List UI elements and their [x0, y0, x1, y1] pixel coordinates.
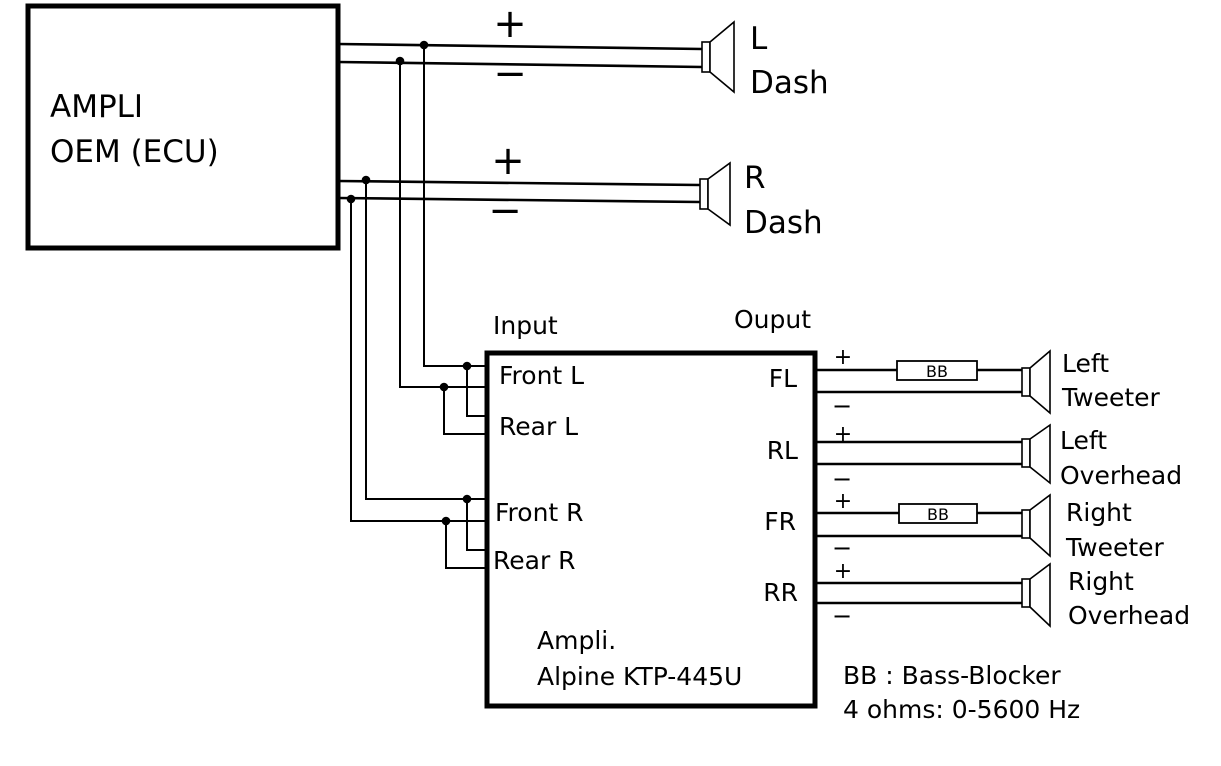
alpine-amp-box	[484, 350, 818, 709]
wires-r-dash	[337, 179, 701, 204]
amp-output-fl: FL	[769, 364, 797, 393]
l-dash-label-line2: Dash	[750, 65, 829, 101]
ampli-oem-label-line1: AMPLI	[50, 89, 143, 125]
bass-blocker-label: BB	[927, 505, 949, 524]
bass-blocker-note-line1: BB : Bass-Blocker	[843, 661, 1061, 690]
speaker-icon	[1021, 493, 1051, 558]
left-tweeter-label-line1: Left	[1062, 349, 1109, 378]
speaker-icon	[701, 20, 735, 94]
amp-input-rear-l: Rear L	[499, 412, 578, 441]
left-tweeter-plus-sign: +	[834, 345, 852, 370]
amp-input-header: Input	[493, 311, 558, 340]
left-tweeter-minus-sign: −	[832, 392, 852, 420]
right-tweeter-label-line2: Tweeter	[1065, 533, 1165, 562]
l-dash-speaker: + − L Dash	[493, 1, 828, 101]
right-overhead-label-line1: Right	[1068, 567, 1134, 596]
junction-dots	[346, 40, 472, 526]
speaker-icon	[1021, 562, 1051, 628]
speaker-icon	[1021, 423, 1051, 485]
left-tweeter-label-line2: Tweeter	[1061, 383, 1161, 412]
ampli-oem-box	[25, 3, 341, 251]
amp-output-header: Ouput	[734, 305, 811, 334]
l-dash-plus-sign: +	[493, 1, 527, 47]
ampli-oem-label-line2: OEM (ECU)	[50, 134, 219, 170]
right-tweeter-label-line1: Right	[1066, 498, 1132, 527]
left-overhead-plus-sign: +	[834, 422, 852, 447]
amp-output-fr: FR	[764, 507, 796, 536]
output-right-overhead: + − Right Overhead	[815, 559, 1190, 630]
right-overhead-minus-sign: −	[832, 602, 852, 630]
left-overhead-label-line2: Overhead	[1060, 461, 1182, 490]
speaker-icon	[1021, 349, 1051, 415]
amp-input-front-l: Front L	[499, 361, 584, 390]
left-overhead-minus-sign: −	[832, 465, 852, 493]
amp-output-rr: RR	[763, 578, 798, 607]
right-overhead-label-line2: Overhead	[1068, 601, 1190, 630]
amp-name-line2: Alpine KTP-445U	[537, 662, 742, 691]
amp-input-rear-r: Rear R	[493, 546, 576, 575]
r-dash-minus-sign: −	[488, 188, 522, 234]
l-dash-minus-sign: −	[493, 51, 527, 97]
bass-blocker-note-line2: 4 ohms: 0-5600 Hz	[843, 695, 1080, 724]
r-dash-speaker: + − R Dash	[488, 138, 822, 241]
output-right-tweeter: BB + − Right Tweeter	[815, 489, 1165, 562]
output-left-overhead: + − Left Overhead	[815, 422, 1182, 493]
bass-blocker-label: BB	[926, 362, 948, 381]
right-tweeter-minus-sign: −	[832, 534, 852, 562]
amp-output-rl: RL	[767, 436, 798, 465]
output-left-tweeter: BB + − Left Tweeter	[815, 345, 1161, 420]
amp-input-front-r: Front R	[495, 498, 584, 527]
amp-name-line1: Ampli.	[537, 626, 616, 655]
r-dash-label-line1: R	[744, 160, 766, 196]
r-dash-label-line2: Dash	[744, 205, 823, 241]
r-dash-plus-sign: +	[491, 138, 525, 184]
right-tweeter-plus-sign: +	[834, 489, 852, 514]
speaker-icon	[699, 161, 731, 227]
tap-wires	[350, 45, 486, 569]
l-dash-label-line1: L	[750, 21, 768, 57]
right-overhead-plus-sign: +	[834, 559, 852, 584]
left-overhead-label-line1: Left	[1060, 426, 1107, 455]
